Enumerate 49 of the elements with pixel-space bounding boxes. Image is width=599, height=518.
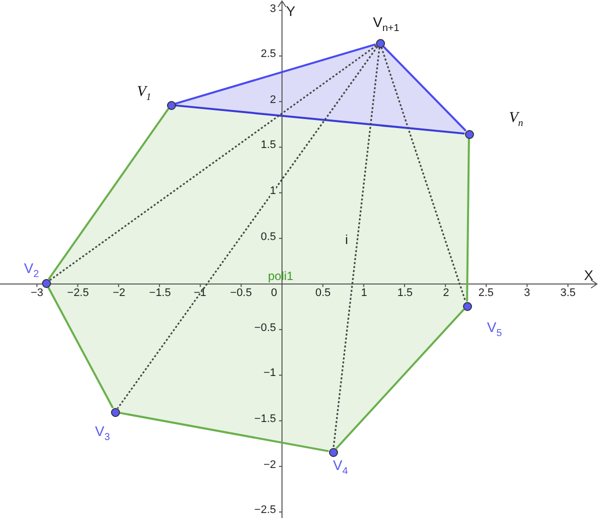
tick-label: 1 xyxy=(360,287,368,299)
tick-label: −1 xyxy=(194,287,206,299)
point-marker xyxy=(42,278,50,288)
point-label: V$_{3}$ xyxy=(95,423,110,443)
point-label: V$_{2}$ xyxy=(24,260,39,280)
point-label: V$_{1}$ xyxy=(137,84,152,103)
tick-label: −1 xyxy=(263,367,276,379)
tick-label: −0.5 xyxy=(230,287,252,299)
dotted-line xyxy=(380,47,466,302)
point-label: V$_{n}$ xyxy=(509,110,524,129)
polygon-side xyxy=(175,104,465,135)
point-label: V$_{5}$ xyxy=(487,319,502,339)
axis-label: Y xyxy=(286,3,296,19)
polygon-side xyxy=(119,412,329,452)
tick-label: −2 xyxy=(263,459,276,471)
tick-label: −1.5 xyxy=(149,287,171,299)
axis-label: X xyxy=(584,267,594,283)
tick-label: −3 xyxy=(30,287,44,299)
tick-label: 0 xyxy=(270,287,278,299)
tick-label: 0.5 xyxy=(260,231,276,243)
tick-label: 3.5 xyxy=(560,287,576,299)
tick-label: 2.5 xyxy=(260,48,276,60)
polygon-side xyxy=(48,108,170,280)
dotted-line xyxy=(49,44,377,282)
tick-label: −2.5 xyxy=(67,287,89,299)
tick-label: 3 xyxy=(270,3,276,15)
segment-label: i xyxy=(345,232,348,248)
tick-label: 2 xyxy=(442,287,450,299)
dotted-line xyxy=(332,47,380,448)
tick-label: 2 xyxy=(270,94,276,106)
polygon-side xyxy=(466,138,470,302)
point-label: V$_{n+1}$ xyxy=(373,14,400,34)
tick-label: −0.5 xyxy=(254,322,276,334)
point-label: V$_{4}$ xyxy=(333,457,348,477)
polygon-side xyxy=(47,286,114,408)
tick-label: 1.5 xyxy=(260,139,276,151)
polygon-side xyxy=(382,46,467,132)
tick-label: 0.5 xyxy=(315,287,331,299)
tick-label: 2.5 xyxy=(478,287,494,299)
tick-label: 3 xyxy=(524,287,530,299)
tick-label: −1.5 xyxy=(254,413,276,425)
point-marker xyxy=(166,100,176,110)
polygon-side xyxy=(335,308,465,450)
tick-label: −2 xyxy=(112,287,126,299)
dotted-line xyxy=(116,46,378,409)
polygon-side xyxy=(175,43,376,105)
tick-label: 1.5 xyxy=(397,287,413,299)
tick-label: −2.5 xyxy=(254,504,276,516)
point-marker xyxy=(376,38,384,48)
